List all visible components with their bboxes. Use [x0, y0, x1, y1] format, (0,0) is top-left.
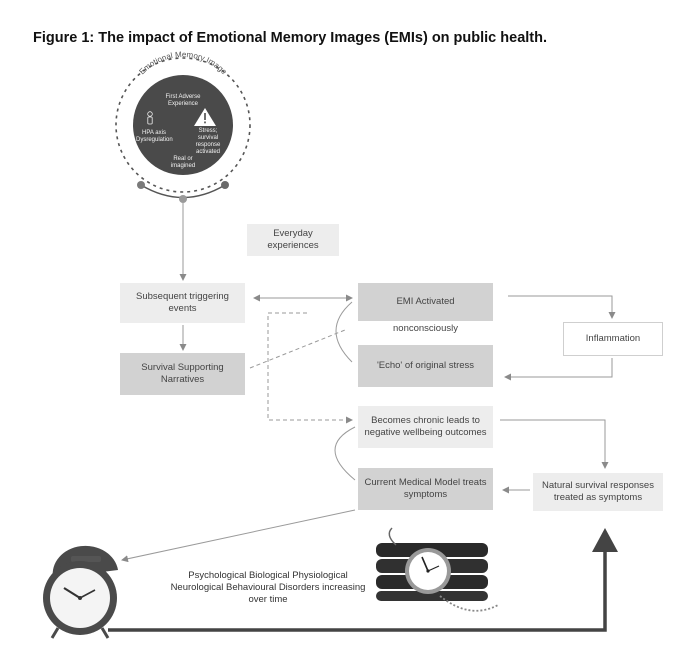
first-adverse-label: First Adverse Experience [165, 94, 201, 107]
figure-title: Figure 1: The impact of Emotional Memory… [33, 30, 548, 46]
box-inflammation: Inflammation [563, 322, 663, 356]
box-everyday-experiences: Everyday experiences [247, 224, 339, 256]
emi-circle: Emotional Memory Image [115, 50, 251, 203]
box-becomes-chronic: Becomes chronic leads to negative wellbe… [358, 406, 493, 448]
label-nonconsciously: nonconsciously [358, 321, 493, 337]
box-survival-narratives: Survival Supporting Narratives [120, 353, 245, 395]
disorders-caption: Psychological Biological Physiological N… [170, 570, 366, 605]
time-bomb-icon [376, 527, 499, 612]
box-medical-model: Current Medical Model treats symptoms [358, 468, 493, 510]
time-axis [108, 528, 618, 632]
real-imagined-label: Real or imagined [170, 156, 196, 169]
stress-label: Stress; survival response activated [195, 128, 221, 155]
box-subsequent-triggering: Subsequent triggering events [120, 283, 245, 323]
connector-dot-right [221, 181, 229, 189]
hpa-label: HPA axis Dysregulation [136, 130, 173, 143]
box-emi-activated: EMI Activated [358, 283, 493, 321]
box-echo-stress: 'Echo' of original stress [358, 345, 493, 387]
emi-arc-label: Emotional Memory Image [137, 50, 229, 77]
connector-dot-middle [179, 195, 187, 203]
box-natural-survival: Natural survival responses treated as sy… [533, 473, 663, 511]
warning-icon [194, 108, 216, 126]
person-icon [147, 111, 153, 125]
connectors [121, 203, 616, 563]
alarm-clock-icon [43, 545, 118, 639]
connector-dot-left [137, 181, 145, 189]
